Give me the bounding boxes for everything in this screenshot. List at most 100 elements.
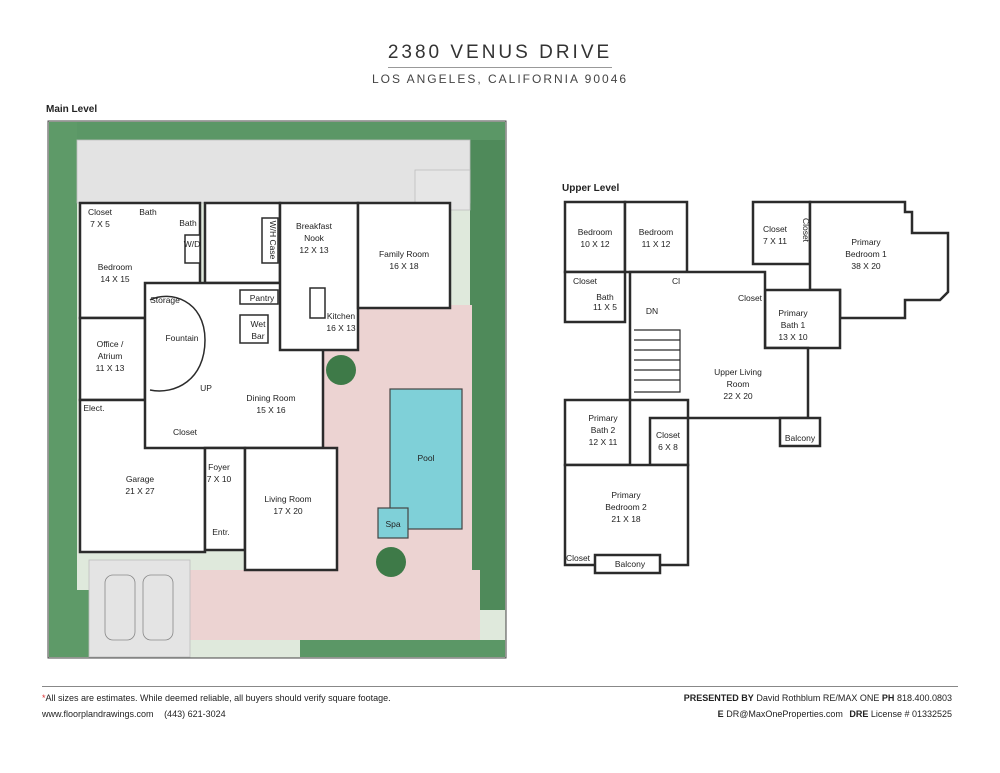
label-closet: Closet — [738, 293, 763, 303]
fountain-stair — [149, 295, 206, 392]
label-family-dims: 16 X 18 — [389, 261, 419, 271]
label-primary-bath-1-b: Bath 1 — [781, 320, 806, 330]
email-link[interactable]: DR@MaxOneProperties.com — [726, 709, 843, 719]
dre-label: DRE — [849, 709, 869, 719]
label-atrium: Atrium — [98, 351, 123, 361]
upper-stair — [634, 329, 681, 393]
label-pantry: Pantry — [250, 293, 275, 303]
presenter-line: PRESENTED BY David Rothblum RE/MAX ONE P… — [684, 693, 952, 703]
asterisk: * — [42, 693, 46, 703]
label-closet: Closet — [88, 207, 113, 217]
brokerage: RE/MAX ONE — [822, 693, 880, 703]
label-breakfast: Breakfast — [296, 221, 333, 231]
label-primary-bedroom-2-b: Bedroom 2 — [605, 502, 647, 512]
label-bath: Bath — [596, 292, 614, 302]
water-heater-case — [261, 217, 279, 264]
label-balcony: Balcony — [785, 433, 816, 443]
kitchen-nook — [278, 201, 360, 352]
label-upper-living-dims: 22 X 20 — [723, 391, 753, 401]
label-dining: Dining Room — [246, 393, 295, 403]
label-nook: Nook — [304, 233, 325, 243]
label-bedroom: Bedroom — [578, 227, 613, 237]
pool — [389, 388, 463, 530]
wet-bar — [239, 314, 269, 344]
license-number: License # 01332525 — [870, 709, 952, 719]
upper-level-label: Upper Level — [562, 183, 620, 194]
label-upper-living: Upper Living — [714, 367, 762, 377]
label-primary-bedroom-2: Primary — [611, 490, 641, 500]
label-primary-bedroom-1: Primary — [851, 237, 881, 247]
range — [309, 287, 326, 319]
label-primary-bath-2-b: Bath 2 — [591, 425, 616, 435]
label-bedroom-dims: 11 X 12 — [642, 239, 671, 249]
balcony-2 — [593, 553, 662, 575]
label-up: UP — [200, 383, 212, 393]
shrub — [376, 547, 406, 577]
label-wh-case: W/H Case — [268, 221, 278, 260]
disclaimer-text: All sizes are estimates. While deemed re… — [45, 693, 391, 703]
washer-dryer — [184, 234, 201, 264]
label-bedroom-dims: 14 X 15 — [100, 274, 130, 284]
label-garage: Garage — [126, 474, 155, 484]
hedge-bottom-left — [49, 590, 89, 657]
label-upper-living-b: Room — [727, 379, 750, 389]
label-foyer-dims: 7 X 10 — [207, 474, 232, 484]
label-primary-bath-1-dims: 13 X 10 — [778, 332, 808, 342]
label-garage-dims: 21 X 27 — [125, 486, 155, 496]
page-title: 2380 VENUS DRIVE — [387, 42, 613, 63]
label-living-dims: 17 X 20 — [273, 506, 303, 516]
label-primary-bedroom-2-dims: 21 X 18 — [611, 514, 641, 524]
label-primary-bedroom-1-b: Bedroom 1 — [845, 249, 887, 259]
presenter-phone: 818.400.0803 — [896, 693, 952, 703]
label-closet-dims: 6 X 8 — [658, 442, 678, 452]
label-closet: Closet — [801, 218, 811, 243]
bedroom-1-room — [563, 200, 627, 274]
email-label: E — [717, 709, 724, 719]
label-entr: Entr. — [212, 527, 229, 537]
label-primary-bath-2: Primary — [588, 413, 618, 423]
label-dining-dims: 15 X 16 — [256, 405, 286, 415]
label-bedroom: Bedroom — [639, 227, 674, 237]
label-family-room: Family Room — [379, 249, 429, 259]
driveway — [88, 559, 191, 658]
balcony-1 — [778, 416, 822, 448]
primary-bath-2-room — [563, 398, 632, 467]
label-closet-dims: 7 X 5 — [90, 219, 110, 229]
label-primary-bath-1: Primary — [778, 308, 808, 318]
label-closet: Closet — [173, 427, 198, 437]
label-closet-dims: 7 X 11 — [763, 236, 787, 246]
footer-divider — [42, 686, 958, 687]
label-fountain: Fountain — [165, 333, 198, 343]
label-cl: Cl — [672, 276, 680, 286]
label-wet: Wet — [251, 319, 267, 329]
label-balcony: Balcony — [615, 559, 646, 569]
email-line: E DR@MaxOneProperties.com DRE License # … — [718, 709, 952, 719]
label-primary-bedroom-1-dims: 38 X 20 — [851, 261, 881, 271]
label-office-dims: 11 X 13 — [96, 363, 125, 373]
bedroom-2-room — [623, 200, 689, 274]
label-bath: Bath — [139, 207, 157, 217]
hedge-bottom — [300, 640, 505, 657]
title-divider — [388, 67, 612, 68]
label-bath: Bath — [179, 218, 197, 228]
shrub — [326, 355, 356, 385]
courtyard — [76, 139, 471, 204]
label-wd: W/D — [184, 239, 201, 249]
pantry — [239, 289, 279, 305]
label-kitchen: Kitchen — [327, 311, 356, 321]
foyer — [203, 446, 247, 552]
label-closet: Closet — [566, 553, 591, 563]
hedge-top — [49, 122, 505, 140]
page-subtitle: LOS ANGELES, CALIFORNIA 90046 — [371, 72, 629, 86]
website-line: www.floorplandrawings.com (443) 621-3024 — [42, 709, 226, 719]
label-bedroom-dims: 10 X 12 — [580, 239, 610, 249]
hedge-left — [49, 122, 77, 592]
label-bath-dims: 11 X 5 — [593, 302, 617, 312]
hedge-right — [470, 140, 505, 610]
closet-7x11 — [751, 200, 812, 266]
label-office: Office / — [97, 339, 124, 349]
label-nook-dims: 12 X 13 — [299, 245, 329, 255]
label-bedroom: Bedroom — [98, 262, 133, 272]
website-link[interactable]: www.floorplandrawings.com — [42, 709, 154, 719]
